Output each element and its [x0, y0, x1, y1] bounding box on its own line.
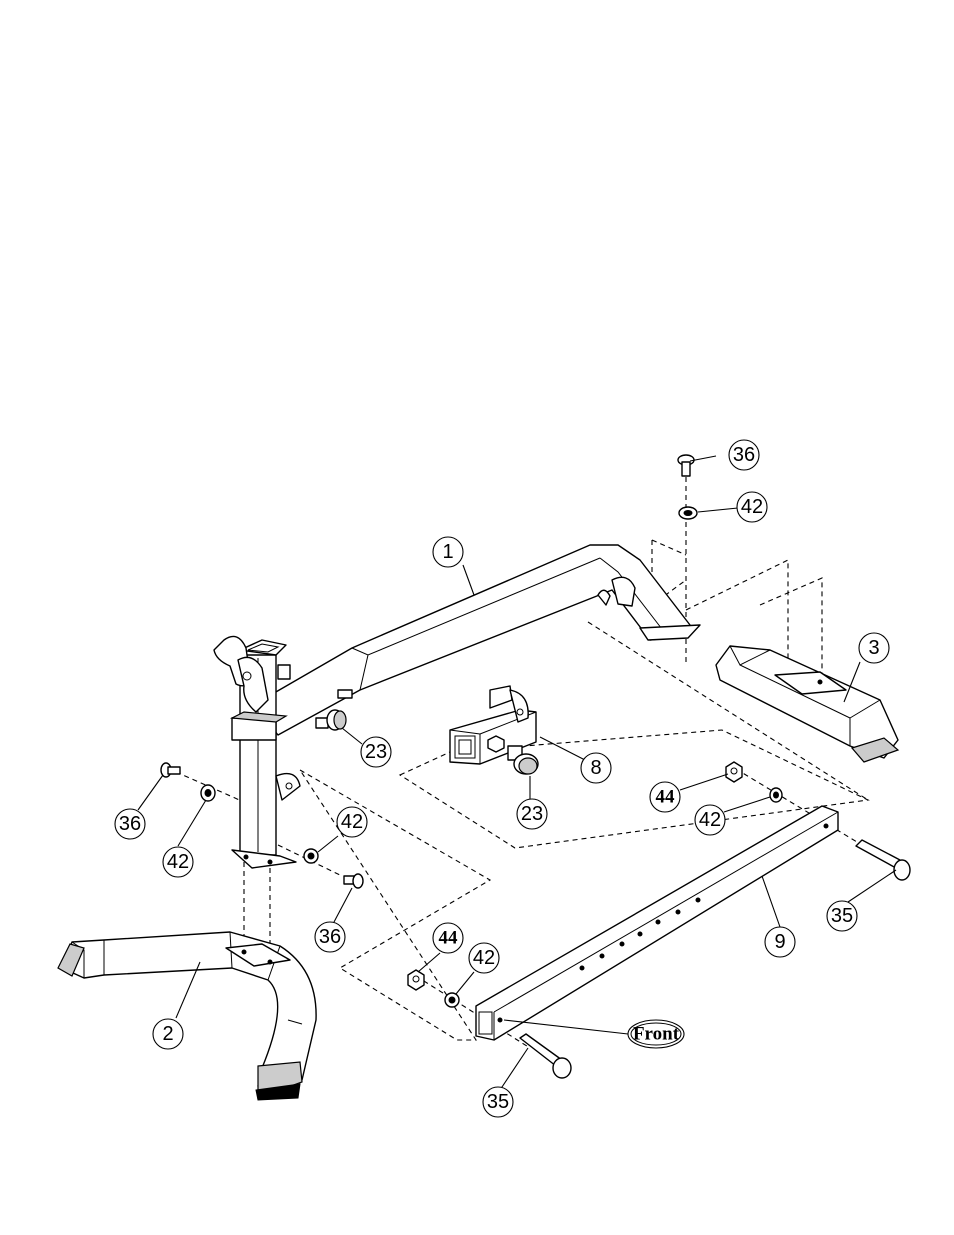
callout-42-top: 42: [737, 492, 767, 522]
callout-35-lower: 35: [483, 1087, 513, 1117]
lower-washer: [445, 993, 459, 1007]
lower-carriage-bolt: [520, 1034, 571, 1078]
callout-23-frame: 23: [361, 737, 391, 767]
callout-2: 2: [153, 1019, 183, 1049]
upright-bolt: [344, 874, 363, 888]
svg-text:44: 44: [439, 928, 459, 949]
callout-42-left: 42: [163, 847, 193, 877]
svg-text:35: 35: [487, 1091, 509, 1113]
left-bolt: [161, 763, 180, 777]
callout-36-upright: 36: [315, 922, 345, 952]
callout-3: 3: [859, 633, 889, 663]
callout-44-lower: 44: [433, 923, 463, 953]
callout-44-right: 44: [650, 782, 680, 812]
upright-washer: [304, 849, 318, 863]
svg-text:42: 42: [341, 811, 363, 833]
svg-text:42: 42: [167, 851, 189, 873]
pop-pin-knob: [316, 710, 346, 730]
callout-36-left: 36: [115, 809, 145, 839]
svg-text:42: 42: [699, 809, 721, 831]
callout-42-right: 42: [695, 805, 725, 835]
svg-text:36: 36: [733, 444, 755, 466]
svg-text:36: 36: [319, 926, 341, 948]
svg-text:42: 42: [741, 496, 763, 518]
adjustment-bracket-part: [450, 686, 536, 764]
top-bolt: [678, 455, 694, 476]
pop-pin-knob: [508, 746, 538, 800]
callout-9: 9: [765, 927, 795, 957]
svg-text:23: 23: [521, 803, 543, 825]
right-carriage-bolt: [856, 840, 910, 880]
front-label: Front: [628, 1020, 684, 1048]
right-washer: [770, 788, 782, 802]
left-washer: [201, 785, 215, 801]
svg-text:36: 36: [119, 813, 141, 835]
left-nut: [408, 970, 424, 990]
svg-text:23: 23: [365, 741, 387, 763]
callout-42-lower: 42: [469, 943, 499, 973]
main-frame-part: [214, 545, 700, 868]
top-washer: [679, 507, 697, 519]
crossbar-part: [476, 806, 838, 1040]
callout-35-right: 35: [827, 901, 857, 931]
svg-text:44: 44: [656, 787, 676, 808]
svg-text:1: 1: [442, 541, 453, 563]
callout-8: 8: [581, 753, 611, 783]
svg-text:42: 42: [473, 947, 495, 969]
svg-text:8: 8: [590, 757, 601, 779]
callout-36-top: 36: [729, 440, 759, 470]
callout-23-bracket: 23: [517, 799, 547, 829]
svg-text:Front: Front: [633, 1024, 680, 1045]
front-base-part: [58, 932, 316, 1100]
callout-42-upright: 42: [337, 807, 367, 837]
svg-text:9: 9: [774, 931, 785, 953]
callout-1: 1: [433, 537, 463, 567]
svg-text:2: 2: [162, 1023, 173, 1045]
svg-text:35: 35: [831, 905, 853, 927]
rear-stabilizer-part: [716, 646, 898, 762]
right-nut: [726, 762, 742, 782]
svg-text:3: 3: [868, 637, 879, 659]
